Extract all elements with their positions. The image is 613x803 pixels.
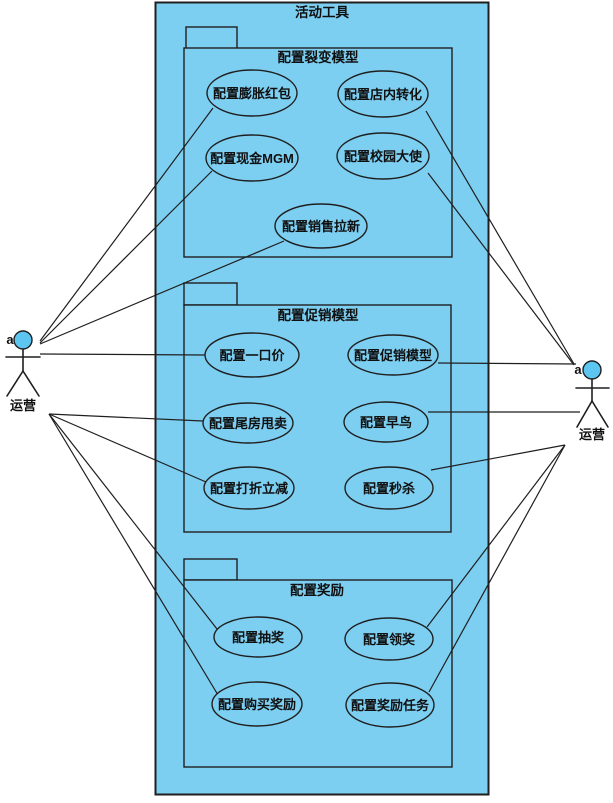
- usecase-ellipse: [206, 69, 298, 117]
- actor-label: 运营: [10, 398, 36, 413]
- assoc-left-inflation-redpacket: [39, 107, 214, 342]
- usecase-label: 配置奖励任务: [351, 698, 430, 713]
- usecase-ellipse: [344, 466, 434, 510]
- usecase-early-bird: 配置早鸟: [343, 401, 429, 443]
- assoc-left-cash-mgm: [39, 170, 213, 344]
- usecase-label: 配置打折立减: [210, 481, 288, 496]
- usecase-label: 配置抽奖: [232, 630, 285, 645]
- actor-leg-right: [591, 400, 609, 428]
- usecase-label: 配置领奖: [363, 632, 416, 647]
- assoc-right-promo-model: [437, 362, 577, 365]
- system-title: 活动工具: [295, 4, 349, 20]
- usecase-ellipse: [344, 617, 434, 661]
- actor-leg-left: [576, 400, 593, 428]
- package-title: 配置促销模型: [278, 307, 359, 323]
- usecase-label: 配置尾房甩卖: [209, 416, 287, 431]
- package-rewards: 配置奖励: [183, 558, 453, 768]
- assoc-left-sales-acquisition: [39, 240, 285, 345]
- usecase-sales-acquisition: 配置销售拉新: [274, 203, 368, 249]
- usecase-label: 配置促销模型: [354, 348, 432, 363]
- usecase-ellipse: [337, 70, 429, 118]
- assoc-left-lottery: [48, 413, 218, 630]
- assoc-left-discount: [48, 413, 207, 483]
- package-tab: [185, 26, 238, 50]
- actor-leg-left: [6, 370, 24, 397]
- usecase-label: 配置一口价: [219, 348, 285, 363]
- usecase-label: 配置秒杀: [363, 481, 415, 496]
- usecase-ellipse: [343, 401, 429, 443]
- usecase-ellipse: [205, 134, 299, 182]
- usecase-tail-sale: 配置尾房甩卖: [202, 402, 294, 444]
- usecase-inflation-redpacket: 配置膨胀红包: [206, 69, 298, 117]
- usecase-instore-conversion: 配置店内转化: [337, 70, 429, 118]
- actor-leg-right: [22, 370, 40, 397]
- assoc-right-claim-reward: [426, 444, 566, 628]
- assoc-left-fixed-price: [39, 353, 206, 356]
- usecase-cash-mgm: 配置现金MGM: [205, 134, 299, 182]
- usecase-ellipse: [213, 616, 303, 658]
- actor-label: 运营: [579, 427, 605, 442]
- actor-stereotype: a: [574, 362, 582, 377]
- actor-right-operator: a 运营: [574, 360, 610, 442]
- actor-head: [13, 330, 33, 350]
- usecase-purchase-reward: 配置购买奖励: [211, 681, 303, 727]
- usecase-label: 配置校园大使: [344, 149, 423, 164]
- assoc-left-purchase-reward: [48, 413, 219, 696]
- usecase-label: 配置早鸟: [360, 415, 412, 430]
- usecase-ellipse: [345, 682, 435, 728]
- usecase-promo-model: 配置促销模型: [347, 334, 439, 376]
- usecase-ellipse: [347, 334, 439, 376]
- actor-stereotype: a: [6, 332, 14, 347]
- package-tab: [183, 282, 238, 306]
- usecase-ellipse: [204, 332, 300, 378]
- usecase-label: 配置购买奖励: [218, 697, 296, 712]
- usecase-flash-sale: 配置秒杀: [344, 466, 434, 510]
- package-body: [183, 579, 453, 768]
- usecase-fixed-price: 配置一口价: [204, 332, 300, 378]
- package-title: 配置裂变模型: [278, 49, 359, 65]
- usecase-label: 配置膨胀红包: [213, 86, 291, 101]
- usecase-ellipse: [203, 466, 295, 510]
- usecase-lottery: 配置抽奖: [213, 616, 303, 658]
- usecase-label: 配置现金MGM: [210, 151, 294, 166]
- assoc-left-tail-sale: [48, 413, 204, 422]
- actor-left-operator: a 运营: [5, 330, 41, 413]
- usecase-ellipse: [336, 132, 430, 180]
- usecase-reward-task: 配置奖励任务: [345, 682, 435, 728]
- package-title: 配置奖励: [290, 582, 344, 598]
- usecase-campus-ambassador: 配置校园大使: [336, 132, 430, 180]
- actor-head: [582, 360, 602, 380]
- assoc-right-flash-sale: [430, 444, 566, 471]
- assoc-right-campus-ambassador: [427, 172, 575, 366]
- assoc-right-reward-task: [428, 444, 566, 693]
- usecase-ellipse: [202, 402, 294, 444]
- usecase-label: 配置销售拉新: [282, 219, 360, 234]
- usecase-label: 配置店内转化: [344, 87, 422, 102]
- usecase-ellipse: [274, 203, 368, 249]
- assoc-right-instore-conversion: [425, 110, 575, 365]
- usecase-discount: 配置打折立减: [203, 466, 295, 510]
- usecase-claim-reward: 配置领奖: [344, 617, 434, 661]
- package-tab: [183, 558, 238, 581]
- usecase-ellipse: [211, 681, 303, 727]
